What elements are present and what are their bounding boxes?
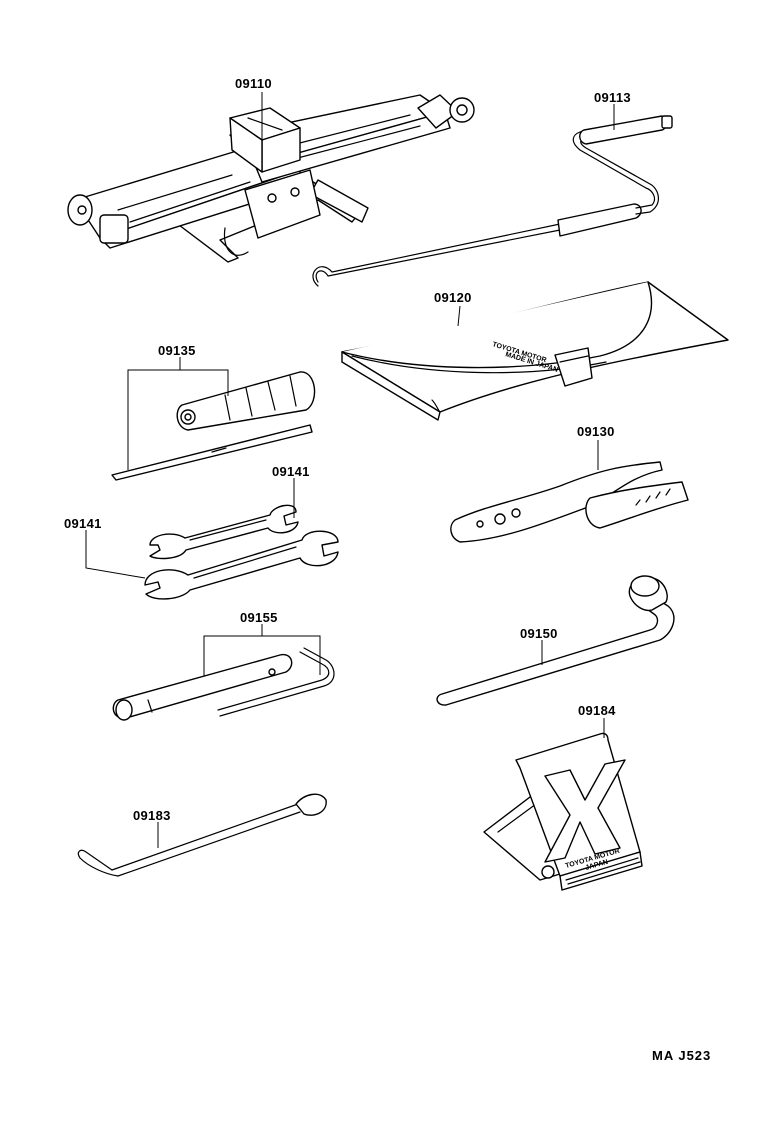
- label-09141-large: 09141: [64, 516, 102, 531]
- wrench-small-drawing: [149, 504, 299, 560]
- jack-handle-drawing: [312, 115, 673, 287]
- jack-drawing: [67, 94, 475, 263]
- lug-wrench-drawing: [436, 575, 675, 706]
- label-09135: 09135: [158, 343, 196, 358]
- leader-lines: [85, 92, 615, 848]
- label-09110: 09110: [235, 76, 272, 91]
- drawing-code: MA J523: [652, 1048, 712, 1063]
- label-09155: 09155: [240, 610, 278, 625]
- screwdriver-drawing: [111, 371, 316, 481]
- label-09184: 09184: [578, 703, 616, 718]
- plug-wrench-drawing: [112, 647, 335, 721]
- label-09150: 09150: [520, 626, 558, 641]
- tool-bag-drawing: TOYOTA MOTOR MADE IN JAPAN: [341, 281, 729, 421]
- label-09183: 09183: [133, 808, 171, 823]
- label-09113: 09113: [594, 90, 631, 105]
- label-09130: 09130: [577, 424, 615, 439]
- wheel-chock-drawing: TOYOTA MOTOR JAPAN: [483, 732, 643, 891]
- pliers-drawing: [450, 461, 689, 543]
- wrench-large-drawing: [144, 530, 339, 600]
- hook-rod-drawing: [77, 793, 327, 877]
- label-09141-small: 09141: [272, 464, 310, 479]
- label-09120: 09120: [434, 290, 472, 305]
